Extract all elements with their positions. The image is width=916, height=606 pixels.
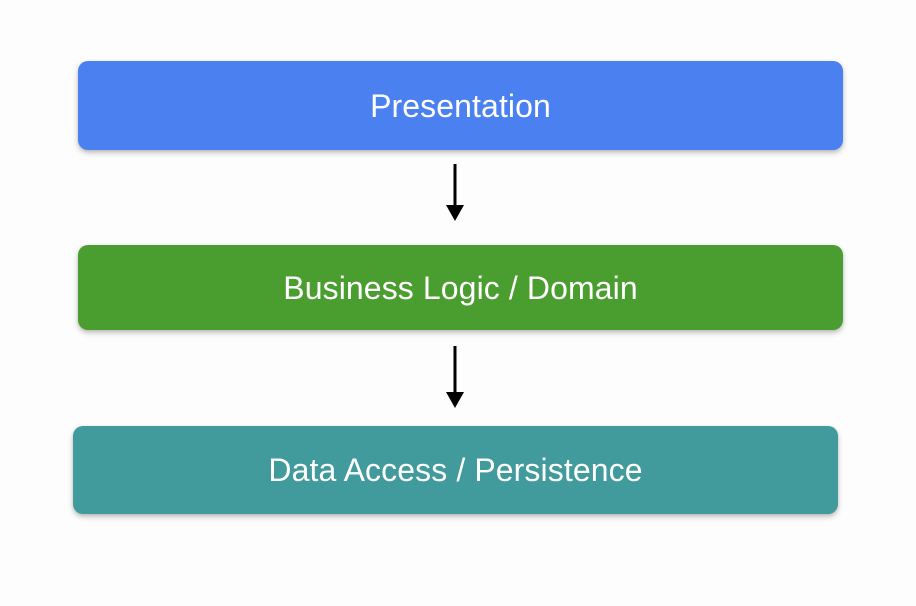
arrow-presentation-to-business (431, 164, 479, 222)
layer-label-data-access: Data Access / Persistence (268, 452, 643, 488)
layer-box-presentation[interactable]: Presentation (78, 61, 843, 150)
down-arrow-icon (446, 346, 464, 408)
layer-box-business-logic[interactable]: Business Logic / Domain (78, 245, 843, 330)
layer-label-presentation: Presentation (370, 87, 551, 124)
layer-box-data-access[interactable]: Data Access / Persistence (73, 426, 838, 514)
down-arrow-icon (446, 164, 464, 221)
layer-label-business-logic: Business Logic / Domain (283, 269, 638, 306)
arrow-business-to-data (431, 346, 479, 410)
